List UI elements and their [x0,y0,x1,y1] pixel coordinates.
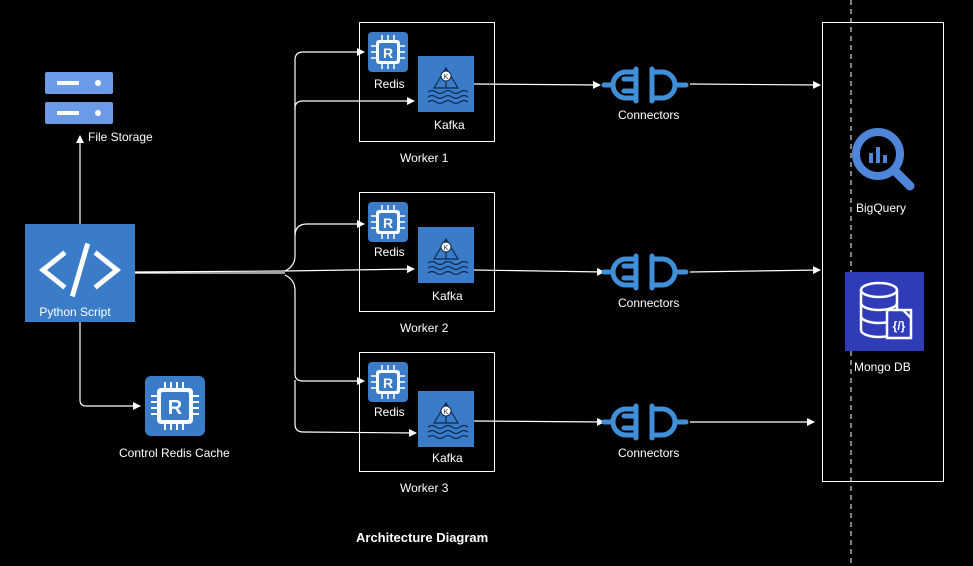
file-storage-icon [43,70,115,128]
connector-2-label: Connectors [618,296,680,310]
worker-1-kafka-label: Kafka [434,118,465,132]
python-script-label: Python Script [39,305,111,319]
worker-1-label: Worker 1 [400,151,449,165]
control-redis-label: Control Redis Cache [119,446,230,460]
code-icon [38,242,122,298]
python-script-node [25,224,135,322]
worker-3-label: Worker 3 [400,481,449,495]
worker-1-redis-label: Redis [374,77,405,91]
worker-3-redis-icon: R [368,362,408,402]
file-storage-label: File Storage [88,130,153,144]
svg-text:R: R [383,45,393,61]
svg-text:{/}: {/} [893,319,906,333]
worker-2-kafka-icon: K [418,227,474,283]
worker-1-redis-icon: R [368,32,408,72]
bigquery-label: BigQuery [856,201,907,215]
svg-text:R: R [383,215,393,231]
worker-1-kafka-icon: K [418,56,474,112]
data-sink-box [822,22,944,482]
worker-2-label: Worker 2 [400,321,449,335]
svg-text:K: K [444,409,449,416]
worker-2-box [359,192,495,312]
worker-2-kafka-label: Kafka [432,289,463,303]
connector-3-label: Connectors [618,446,680,460]
connector-1-label: Connectors [618,108,680,122]
connector-2-plug-icon [600,253,690,291]
worker-3-kafka-label: Kafka [432,451,463,465]
diagram-title: Architecture Diagram [356,530,489,545]
connector-1-plug-icon [600,66,690,104]
connector-3-plug-icon [600,403,690,441]
svg-text:K: K [444,74,449,81]
worker-1-box [359,22,495,142]
worker-2-redis-icon: R [368,202,408,242]
worker-2-redis-label: Redis [374,245,405,259]
worker-3-redis-label: Redis [374,405,405,419]
worker-3-kafka-icon: K [418,391,474,447]
worker-3-box [359,352,495,472]
svg-text:K: K [444,245,449,252]
mongodb-label: Mongo DB [854,360,911,374]
bigquery-icon [850,127,916,191]
mongodb-icon: {/} [845,272,924,351]
control-redis-cache-icon: R [145,376,205,436]
svg-text:R: R [168,397,183,419]
svg-text:R: R [383,375,393,391]
